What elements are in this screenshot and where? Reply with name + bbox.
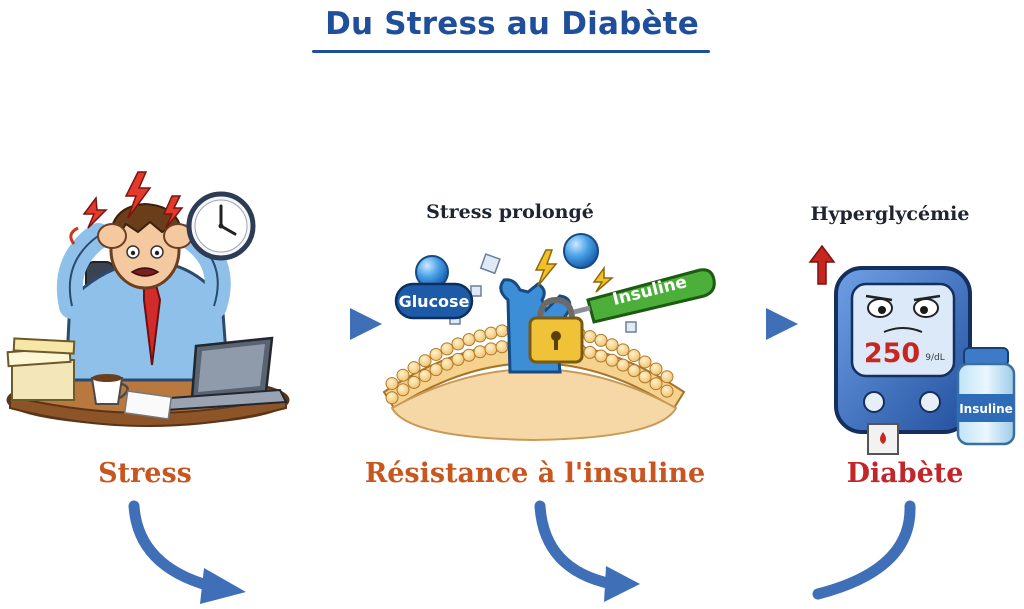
- lipid-bead: [473, 345, 487, 359]
- lipid-bead: [429, 347, 443, 361]
- flow-arrows: [128, 308, 916, 604]
- lipid-bead: [407, 375, 421, 389]
- lipid-bead: [495, 324, 509, 338]
- glucose-badge: Glucose: [394, 282, 474, 320]
- lipid-bead: [627, 349, 641, 363]
- lipid-bead: [649, 362, 663, 376]
- sublabel-hyperglycemia: Hyperglycémie: [810, 203, 970, 225]
- insulin-molecule: Insuline: [573, 268, 716, 324]
- sublabel-prolonged-stress: Stress prolongé: [426, 201, 594, 223]
- lipid-bead: [627, 364, 641, 378]
- curved-arrow-head-1: [200, 568, 246, 604]
- stage-label-stress: Stress: [98, 458, 192, 489]
- lipid-bead: [429, 363, 443, 377]
- lipid-bead: [495, 340, 509, 354]
- arrow-head-stress-to-resistance: [350, 308, 382, 340]
- lipid-bead: [418, 354, 432, 368]
- lipid-bead: [660, 384, 674, 398]
- lipid-bead: [594, 349, 608, 363]
- lipid-bead: [385, 391, 399, 405]
- svg-text:250: 250: [864, 338, 920, 369]
- lipid-bead: [638, 355, 652, 369]
- lipid-bead: [484, 342, 498, 356]
- svg-text:Insuline: Insuline: [959, 402, 1013, 416]
- lipid-bead: [462, 348, 476, 362]
- glucose-meter-illustration: 250 9/dL: [834, 266, 972, 455]
- lipid-bead: [396, 383, 410, 397]
- arrow-head-resistance-to-diabetes: [766, 308, 798, 340]
- lipid-bead: [396, 368, 410, 382]
- lipid-bead: [473, 329, 487, 343]
- lipid-bead: [616, 358, 630, 372]
- lipid-bead: [407, 361, 421, 375]
- lipid-bead: [583, 330, 597, 344]
- lipid-bead: [638, 370, 652, 384]
- lipid-bead: [616, 343, 630, 357]
- lipid-bead: [451, 337, 465, 351]
- insulin-vial-illustration: Insuline: [956, 347, 1016, 446]
- lipid-bead: [583, 345, 597, 359]
- lipid-bead: [605, 353, 619, 367]
- lightning-icon: [534, 249, 558, 287]
- lipid-bead: [605, 338, 619, 352]
- insulin-receptor: [499, 278, 584, 374]
- lipid-bead: [385, 377, 399, 391]
- lipid-bead: [594, 333, 608, 347]
- glucose-label: Glucose: [399, 292, 470, 311]
- lipid-bead: [440, 342, 454, 356]
- title-underline: [312, 50, 710, 53]
- lipid-bead: [484, 326, 498, 340]
- up-arrow-icon: [808, 244, 836, 285]
- lipid-bead: [440, 357, 454, 371]
- lipid-bead: [462, 333, 476, 347]
- stage-label-insulin-resistance: Résistance à l'insuline: [364, 458, 706, 489]
- curved-arrow-head-2: [604, 566, 640, 602]
- lightning-icon: [592, 265, 614, 293]
- stage-label-diabetes: Diabète: [846, 458, 964, 489]
- svg-text:9/dL: 9/dL: [925, 353, 945, 363]
- stressed-person-illustration: [6, 171, 290, 427]
- lipid-bead: [649, 377, 663, 391]
- lipid-bead: [660, 370, 674, 384]
- lipid-bead: [451, 352, 465, 366]
- diagram-title: Du Stress au Diabète: [325, 6, 699, 42]
- lipid-bead: [418, 369, 432, 383]
